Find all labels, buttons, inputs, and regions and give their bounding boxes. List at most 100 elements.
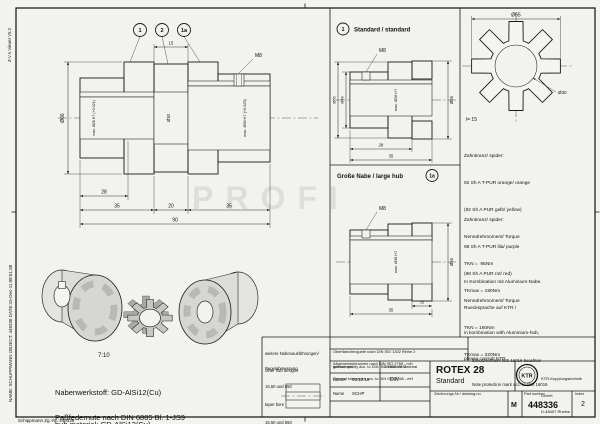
iso-scale-label: 7:10 [98,353,110,359]
note-line: TKmax = 320Nm [464,353,501,358]
balloon-1a: 1a [181,28,188,34]
dim-spider-bore: Ø30 [558,90,567,95]
spider-face-view: Ø65 Ø30 l= 15 [462,12,572,123]
standard-hub-view: 1 Standard / standard M8 Ø65 Ø48 max. Ø2… [333,22,456,163]
dim-gap: 20 [168,204,174,210]
drawing-number: 448336 [528,400,559,410]
note-line: in kombination with Aluminium-hub, [464,331,540,336]
hub-options-line: 15,50 und 550 [265,384,292,389]
dim-bore-depth-main: 28 [101,190,107,196]
note-line: (98 Sh A PUR rot/ red) [464,272,512,277]
dim-bore-right: max. Ø38 H7 (+0.025) [243,98,247,136]
dim-body-od: Ø48 [341,96,345,103]
dim-claw-od-standard: Ø66 [449,95,454,104]
dim-flange-od: Ø65 [333,96,337,103]
material-line-en: hub material: GD-AlSi12(Cu) [55,419,151,424]
dim-bore-left: max. Ø28 H7 (+0.021) [92,100,96,136]
dim-claw-od-large: Ø66 [449,257,454,266]
name-label: Name [333,391,345,396]
note-line: Ruecksprache auf KTR / [464,305,517,311]
frame-viewer-text: Z-V A Viewer V5.2 [7,27,12,62]
ktr-logo [515,363,539,387]
hub-options-header-line: weitere Nabenausführungen/ [265,351,319,356]
name-value: SCHP [352,391,365,396]
dim-hub-len-left: 35 [114,204,120,210]
company-line: D-48407 Rheine [541,409,571,414]
zone-dividers [261,8,595,417]
hub-options-line: 15,50 und 550 [265,420,292,424]
part-number-label: Part number [524,392,545,396]
general-en: General tolerances acc. to DIN ISO 2768 … [333,375,414,381]
dim-spider-thickness: l= 15 [466,117,477,123]
number-label: Zeichnungs-Nr./ drawing-no. [434,392,482,396]
balloon-large-hub: 1a [429,174,435,180]
dim-spider-od: Ø65 [511,13,521,19]
note-line: 92 Sh A T-PUR orange/ orange [464,181,531,186]
dim-setscrew-main: M8 [255,53,262,59]
note-line: 98 Sh A T-PUR lila/ purple [464,245,520,250]
frame-side-text: NAME: SCHUPPMANN OBJECT: 448336 DATE:15-… [8,264,13,402]
dim-spider-teeth: 15 [169,41,174,46]
dim-setscrew-large: M8 [379,206,386,212]
hub-options-header: weitere Nabenausführungen/ other hub des… [265,340,319,379]
dim-bore-large: max. Ø38 H7 [394,251,398,273]
number-prefix: M [511,402,517,409]
sheet-frame: NAME: SCHUPPMANN OBJECT: 448336 DATE:15-… [7,3,600,423]
surface-en: surface quality acc. to DIN ISO 1302 lin… [333,363,407,369]
note-line: TKmax = 190Nm [464,289,501,294]
surface-quality-note: Oberflaechenguete nach DIN ISO 1302 Reih… [333,339,467,374]
dim-hub-len-right: 35 [226,204,232,210]
aluminium-note: In Kombination mit Aluminium-Nabe. Rueck… [464,262,592,373]
spider-98-note: Zahnkranz/ spider: 98 Sh A T-PUR lila/ p… [464,198,592,369]
hub-options-lines: Regelabmessung 15,50 und 550 taper bore … [265,354,298,424]
note-line: Nenndrehmoment/ Torque [464,299,520,304]
large-hub-title: Große Nabe / large hub [337,174,403,180]
note-line: Zahnkranz/ spider: [464,154,504,159]
note-line: Zahnkranz/ spider: [464,218,504,223]
date-value: 02.12.11 [352,377,370,382]
spider-92-note: Zahnkranz/ spider: 92 Sh A T-PUR orange/… [464,134,592,305]
company-block: KTR-Kupplungstechnik GmbH D-48407 Rheine [541,365,582,420]
protection-note: Schutzvermerk ISO 16016 beachten Note pr… [472,341,592,397]
dim-claw-len-large: 15 [420,301,424,305]
dim-bore-depth-standard: 28 [379,143,384,148]
frame-bottom-text: Schippmann Zg.-Nr.:448336 [18,418,75,423]
protection-de: Schutzvermerk ISO 16016 beachten [472,358,542,363]
dim-spider-bore-main: Ø30 [166,113,171,122]
drawn-label: gezeichnet [333,364,353,369]
dim-bore-standard: max. Ø28 H7 [394,89,398,111]
note-line: (92 Sh A PUR gelb/ yellow) [464,208,522,213]
balloon-1: 1 [138,28,141,34]
index-label: Index [575,392,585,396]
ktr-logo-text: KTR [521,374,532,380]
protection-en: Note protection mark acc. to ISO 16016 [472,382,548,387]
hub-options-sketch [281,383,325,409]
general-de: Allgemeintoleranzen nach DIN ISO 2768 - … [333,360,413,366]
note-line: TKN = 160Nm [464,326,495,331]
dim-setscrew-standard: M8 [379,48,386,54]
note-line: Nenndrehmoment/ Torque [464,235,520,240]
dim-hub-len-large: 35 [389,308,394,313]
drawing-subtitle: Standard [436,378,465,385]
material-label: Werkstoff/ Material [384,364,418,369]
note-line: TKN = 95Nm [464,262,494,267]
balloon-standard: 1 [341,27,344,33]
isometric-views: 7:10 [41,269,259,359]
hub-options-line: Regelabmessung [265,366,298,371]
dim-total-len: 90 [172,218,178,224]
large-hub-view: Große Nabe / large hub 1a M8 max. Ø38 H7… [336,169,456,317]
note-line: please consult KTR [464,356,506,362]
din-label: DIN [390,377,399,383]
material-line-de: Nabenwerkstoff: GD-AlSi12(Cu) [55,388,162,397]
keyway-note: Paßfedernute nach DIN 6885 Bl. 1-JS9 key… [55,392,185,424]
hub-options-line: taper bore [265,402,285,407]
general-tolerance-note: Allgemeintoleranzen nach DIN ISO 2768 - … [333,351,467,386]
company-line: GmbH [541,392,553,398]
surface-de: Oberflaechenguete nach DIN ISO 1302 Reih… [333,348,416,354]
date-label: Datum [333,377,346,382]
main-section-view: M8 1 2 1a Ø66 max. Ø28 H7 (+0.021) Ø30 m… [58,23,318,228]
keyway-line-de: Paßfedernute nach DIN 6885 Bl. 1-JS9 [55,413,186,422]
drawing-title: ROTEX 28 [436,365,485,376]
